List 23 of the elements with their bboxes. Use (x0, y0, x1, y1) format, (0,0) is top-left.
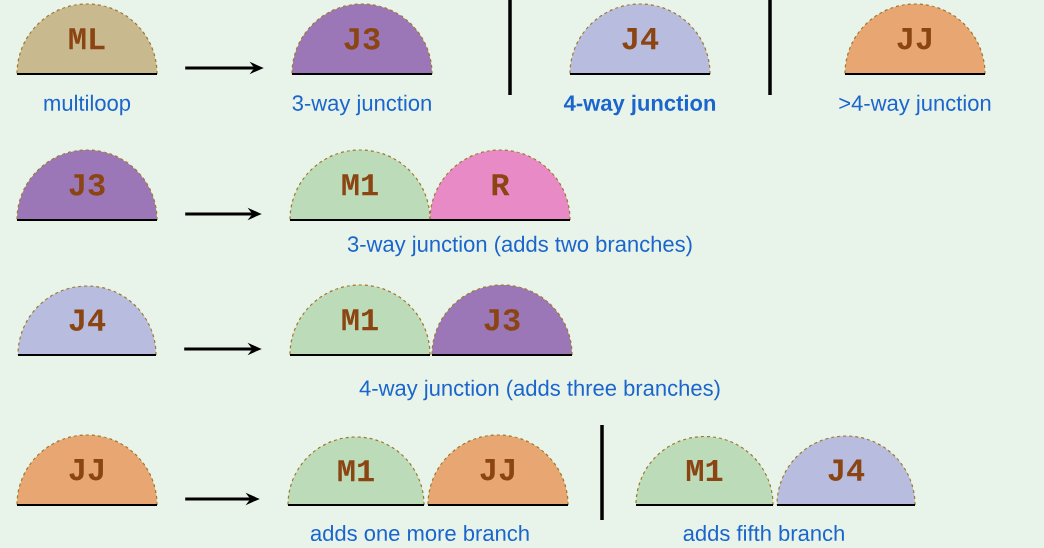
semicircle-node: JJ (427, 434, 569, 506)
semicircle-node: M1 (635, 435, 774, 506)
caption: adds one more branch (310, 524, 529, 542)
semicircle-node: ML (16, 3, 158, 75)
node-caption: 3-way junction (292, 94, 431, 116)
semicircle-node: J4 (776, 435, 916, 506)
semicircle-node: M1 (287, 436, 425, 506)
semicircle-node: J3 (431, 284, 573, 356)
semicircle-node: J4 (569, 3, 711, 75)
node-caption: >4-way junction (839, 94, 991, 116)
node-caption: multiloop (44, 94, 131, 116)
caption: 3-way junction (adds two branches) (347, 235, 692, 257)
semicircle-node: JJ (844, 3, 986, 75)
semicircle-node: M1 (289, 284, 431, 356)
semicircle-node: M1 (289, 149, 431, 221)
semicircle-node: J4 (17, 285, 157, 356)
semicircle-node: J3 (291, 3, 433, 75)
node-caption: 4-way junction (563, 94, 716, 116)
semicircle-node: J3 (16, 149, 158, 221)
semicircle-node: JJ (16, 434, 158, 506)
semicircle-node: R (429, 149, 571, 221)
caption: adds fifth branch (683, 524, 844, 542)
caption: 4-way junction (adds three branches) (359, 379, 720, 401)
